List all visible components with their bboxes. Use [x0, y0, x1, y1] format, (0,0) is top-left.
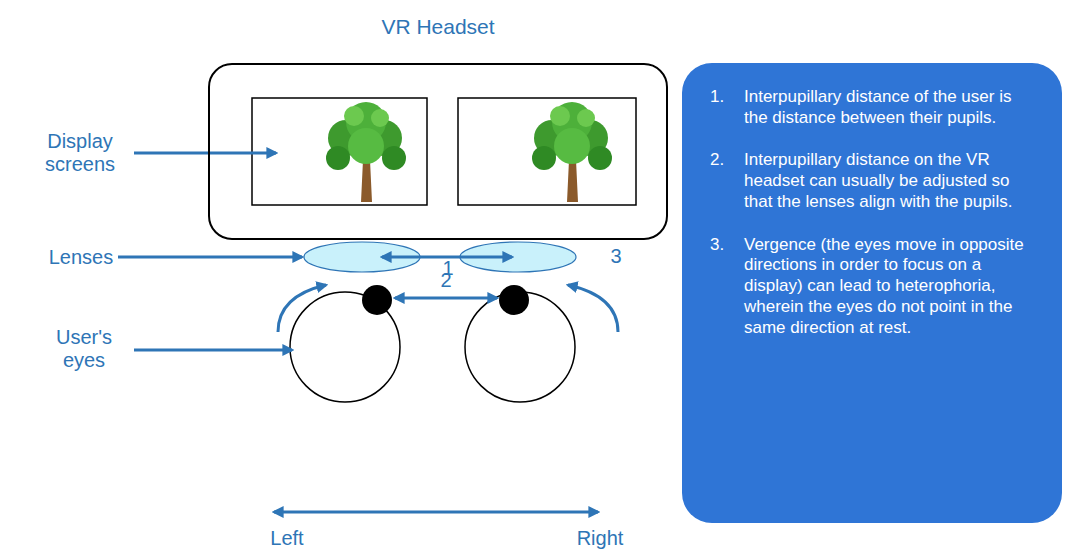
- leader-arrow: [134, 349, 292, 352]
- direction-label: Right: [572, 527, 628, 550]
- list-number: 2.: [710, 150, 744, 212]
- headset-box: VR Headset: [208, 63, 668, 240]
- display-screen: [252, 98, 427, 205]
- tree-icon: [532, 102, 612, 202]
- list-item: Vergence (the eyes move in opposite dire…: [744, 235, 1036, 339]
- display-screen: [458, 98, 636, 205]
- list-number: 1.: [710, 87, 744, 128]
- list-item: Interpupillary distance on the VR headse…: [744, 150, 1036, 212]
- vergence-arrow: [568, 285, 618, 332]
- pupil: [499, 285, 529, 315]
- pupil-ipd-arrow: [395, 297, 497, 300]
- callout-number: 3: [606, 246, 626, 266]
- info-panel: 1.Interpupillary distance of the user is…: [682, 63, 1062, 523]
- list-number: 3.: [710, 235, 744, 339]
- list-item: Interpupillary distance of the user is t…: [744, 87, 1036, 128]
- part-label: Display screens: [28, 130, 132, 176]
- callout-number: 2: [436, 270, 456, 290]
- pupil: [362, 285, 392, 315]
- leader-arrow: [118, 256, 302, 259]
- leader-arrow: [134, 152, 276, 155]
- headset-title: VR Headset: [210, 15, 666, 39]
- part-label: User's eyes: [34, 326, 134, 372]
- vergence-arrow: [278, 285, 326, 332]
- part-label: Lenses: [46, 246, 116, 269]
- tree-icon: [326, 102, 406, 202]
- direction-label: Left: [262, 527, 312, 550]
- direction-arrow: [274, 511, 598, 514]
